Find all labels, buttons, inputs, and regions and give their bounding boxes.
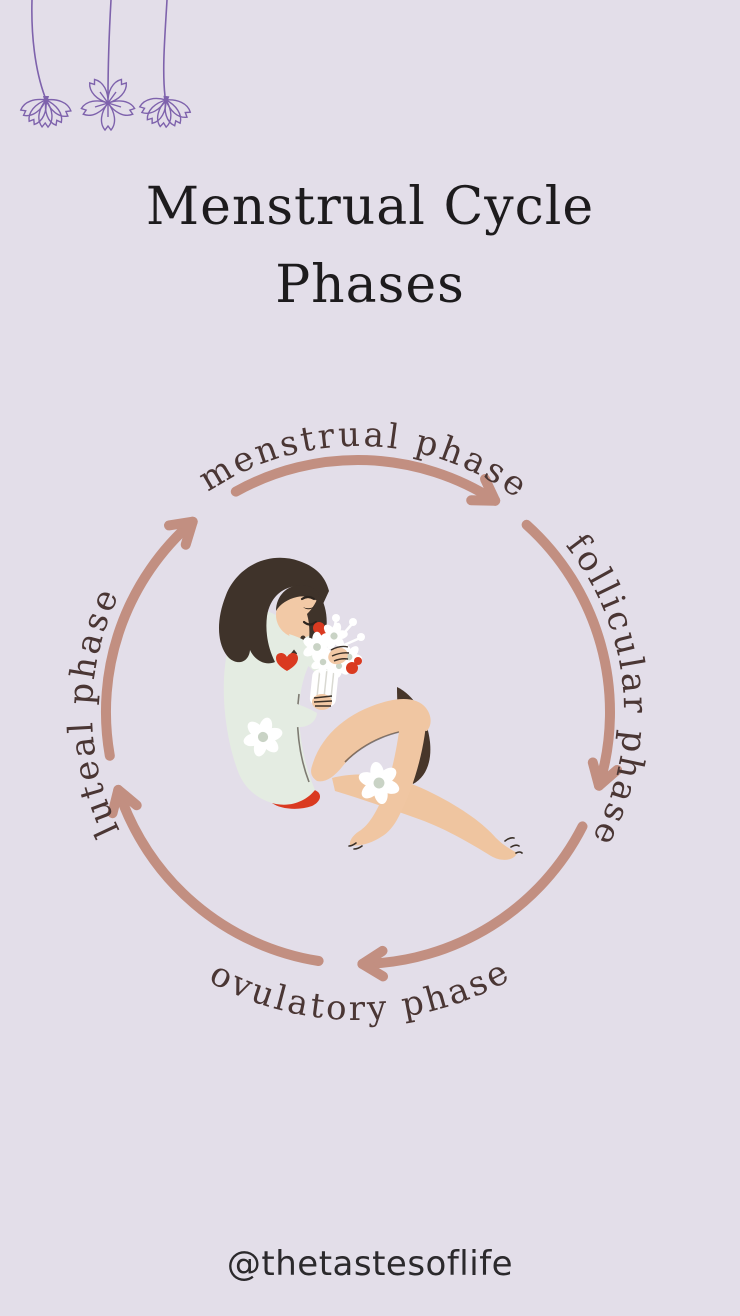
- arc-top: [230, 455, 501, 506]
- arrowhead-top-right-icon: [466, 474, 501, 506]
- cycle-arrows: [101, 455, 623, 982]
- arrowhead-left-icon: [107, 784, 142, 819]
- title-line-2: Phases: [275, 255, 465, 315]
- page-title: Menstrual Cycle Phases: [0, 168, 740, 324]
- woman-with-flowers-illustration: [218, 557, 523, 860]
- arrowhead-right-icon: [587, 757, 623, 791]
- flower-middle-icon: [79, 76, 137, 131]
- arrowhead-bottom-icon: [357, 945, 388, 982]
- flower-left-icon: [18, 93, 74, 128]
- arrowhead-top-left-icon: [164, 516, 198, 550]
- flower-right-icon: [137, 93, 193, 129]
- phase-label-luteal: luteal phase: [61, 580, 128, 843]
- arc-bottom-right: [357, 821, 588, 969]
- arc-top-left: [101, 516, 198, 761]
- title-line-1: Menstrual Cycle: [145, 177, 595, 237]
- social-handle: @thetastesoflife: [226, 1244, 514, 1284]
- arc-right: [521, 519, 615, 791]
- hanging-flowers-decoration: [18, 0, 193, 131]
- arc-bottom-left: [113, 784, 324, 966]
